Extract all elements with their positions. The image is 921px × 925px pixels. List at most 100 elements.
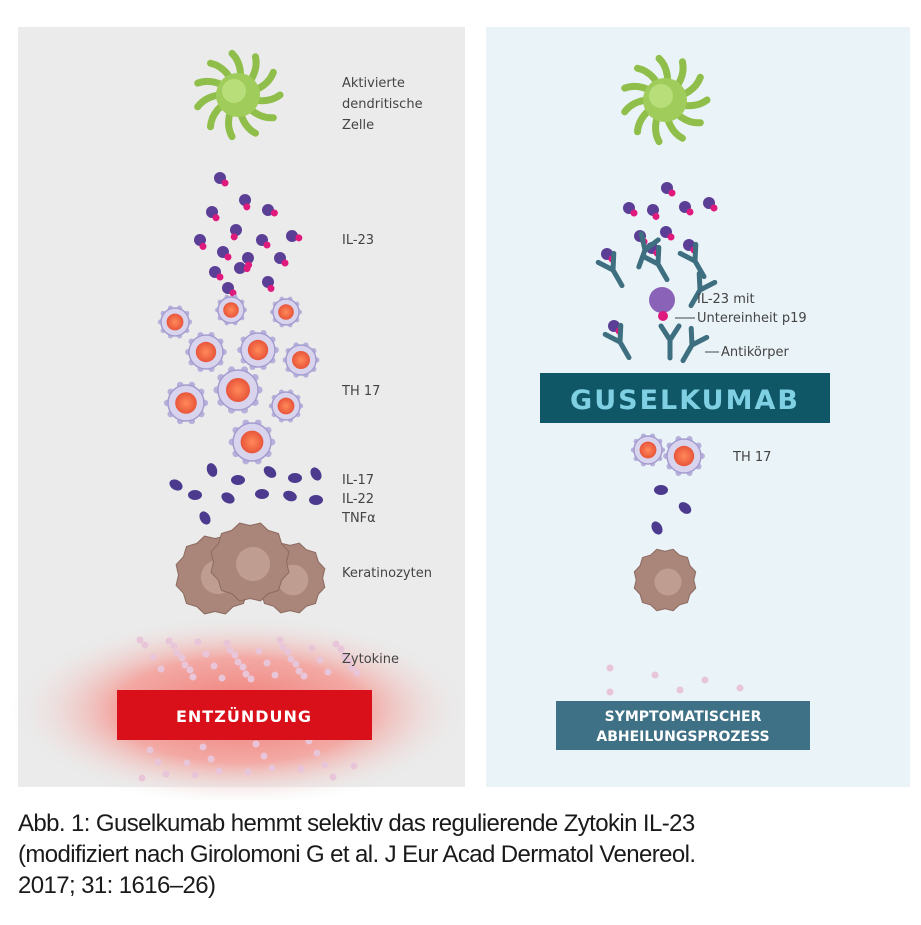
cytokine-dot — [149, 653, 157, 661]
guselkumab-banner-text: GUSELKUMAB — [570, 385, 800, 416]
cytokine-molecule — [221, 492, 235, 504]
cytokine-dot — [255, 647, 263, 655]
il23-molecule — [661, 182, 676, 197]
cytokine-dot — [284, 648, 292, 656]
cytokine-dot — [223, 639, 231, 647]
cytokine-dot — [651, 671, 659, 679]
cytokine-dot — [189, 673, 197, 681]
il23-molecule — [623, 202, 638, 217]
cytokine-dot — [271, 671, 279, 679]
il23-molecule — [214, 172, 229, 187]
cytokine-dot — [239, 663, 247, 671]
il23-molecule — [262, 276, 275, 292]
cytokine-dot — [606, 664, 614, 672]
cytokine-dot — [260, 752, 268, 760]
cytokine-dot — [292, 660, 300, 668]
antibody — [677, 241, 707, 280]
cytokine-dot — [181, 661, 189, 669]
cytokine-dot — [676, 686, 684, 694]
cytokine-molecule — [654, 485, 668, 495]
antibody — [636, 231, 661, 270]
cytokine-molecule — [231, 475, 245, 485]
cytokine-molecule — [255, 489, 269, 499]
healing-banner — [556, 701, 810, 750]
cytokine-dot — [736, 684, 744, 692]
cytokine-dot — [340, 652, 348, 660]
il23-molecule — [647, 204, 660, 220]
il23-molecule — [239, 194, 251, 211]
cytokine-dot — [173, 649, 181, 657]
cytokine-molecule — [263, 466, 277, 478]
il23-molecule — [217, 246, 232, 261]
cytokine-dot — [186, 666, 194, 674]
il23-molecule — [679, 201, 694, 216]
cytokine-dot — [329, 773, 337, 781]
cytokine-dot — [231, 651, 239, 659]
cytokine-dot — [215, 767, 223, 775]
label-th17: TH 17 — [341, 384, 380, 399]
cytokine-dot — [199, 743, 207, 751]
cytokine-dot — [138, 774, 146, 782]
cytokine-dot — [263, 659, 271, 667]
antibody — [680, 325, 710, 364]
il23-molecule — [262, 204, 278, 217]
th17-cell — [237, 329, 279, 371]
cytokine-dot — [162, 770, 170, 778]
th17-cell — [282, 342, 320, 378]
label-il23: IL-23 — [342, 233, 374, 248]
cytokine-dot — [295, 667, 303, 675]
diagram: Aktivierte dendritische Zelle IL-23 TH 1… — [10, 27, 910, 800]
th17-cell — [215, 294, 247, 326]
th17-cell — [157, 305, 193, 339]
label-dendritic-1: Aktivierte — [342, 76, 405, 91]
cytokine-molecule — [678, 502, 692, 514]
cytokine-dot — [324, 668, 332, 676]
healing-banner-text-1: SYMPTOMATISCHER — [605, 709, 762, 725]
th17-cell — [185, 331, 227, 373]
label-il22: IL-22 — [342, 492, 374, 507]
antibody — [595, 250, 625, 289]
inflammation-banner — [117, 690, 372, 740]
cytokine-dot — [287, 655, 295, 663]
label-dendritic-2: dendritische — [342, 97, 423, 112]
cytokine-dot — [348, 664, 356, 672]
cytokine-dot — [313, 749, 321, 757]
cytokine-dot — [154, 758, 162, 766]
th17-cell — [228, 419, 276, 465]
cytokine-dot — [141, 641, 149, 649]
dendritic-cell — [621, 54, 711, 146]
cytokine-dot — [701, 676, 709, 684]
label-keratinocytes: Keratinozyten — [342, 566, 432, 581]
il23-molecule — [256, 234, 271, 249]
cytokine-dot — [178, 654, 186, 662]
cytokine-dot — [226, 646, 234, 654]
cytokine-dot — [316, 656, 324, 664]
cytokine-dot — [252, 740, 260, 748]
cytokine-molecule — [169, 479, 183, 491]
label-il23-p19-1: IL-23 mit — [697, 292, 755, 307]
cytokine-dot — [210, 662, 218, 670]
cytokine-dot — [606, 688, 614, 696]
cytokine-dot — [350, 762, 358, 770]
dendritic-cell — [194, 49, 284, 141]
figure-caption: Abb. 1: Guselkumab hemmt selektiv das re… — [18, 808, 696, 901]
cytokine-dot — [146, 746, 154, 754]
cytokine-dot — [218, 674, 226, 682]
cytokine-dot — [194, 638, 202, 646]
cytokine-dot — [268, 764, 276, 772]
antibody — [640, 244, 670, 283]
il23-molecule — [234, 262, 251, 274]
th17-cell — [163, 381, 209, 425]
il23-molecule — [206, 206, 220, 222]
cytokine-molecule — [309, 495, 323, 505]
label-il17: IL-17 — [342, 473, 374, 488]
th17-cell — [268, 389, 304, 423]
caption-line-2: (modifiziert nach Girolomoni G et al. J … — [18, 841, 696, 868]
il23-p19-molecule — [649, 287, 675, 313]
cytokine-dot — [170, 642, 178, 650]
il23-molecule — [230, 224, 242, 241]
cytokine-dot — [332, 640, 340, 648]
label-th17-right: TH 17 — [732, 450, 771, 465]
th17-cell — [630, 433, 666, 467]
label-dendritic-3: Zelle — [342, 118, 374, 133]
